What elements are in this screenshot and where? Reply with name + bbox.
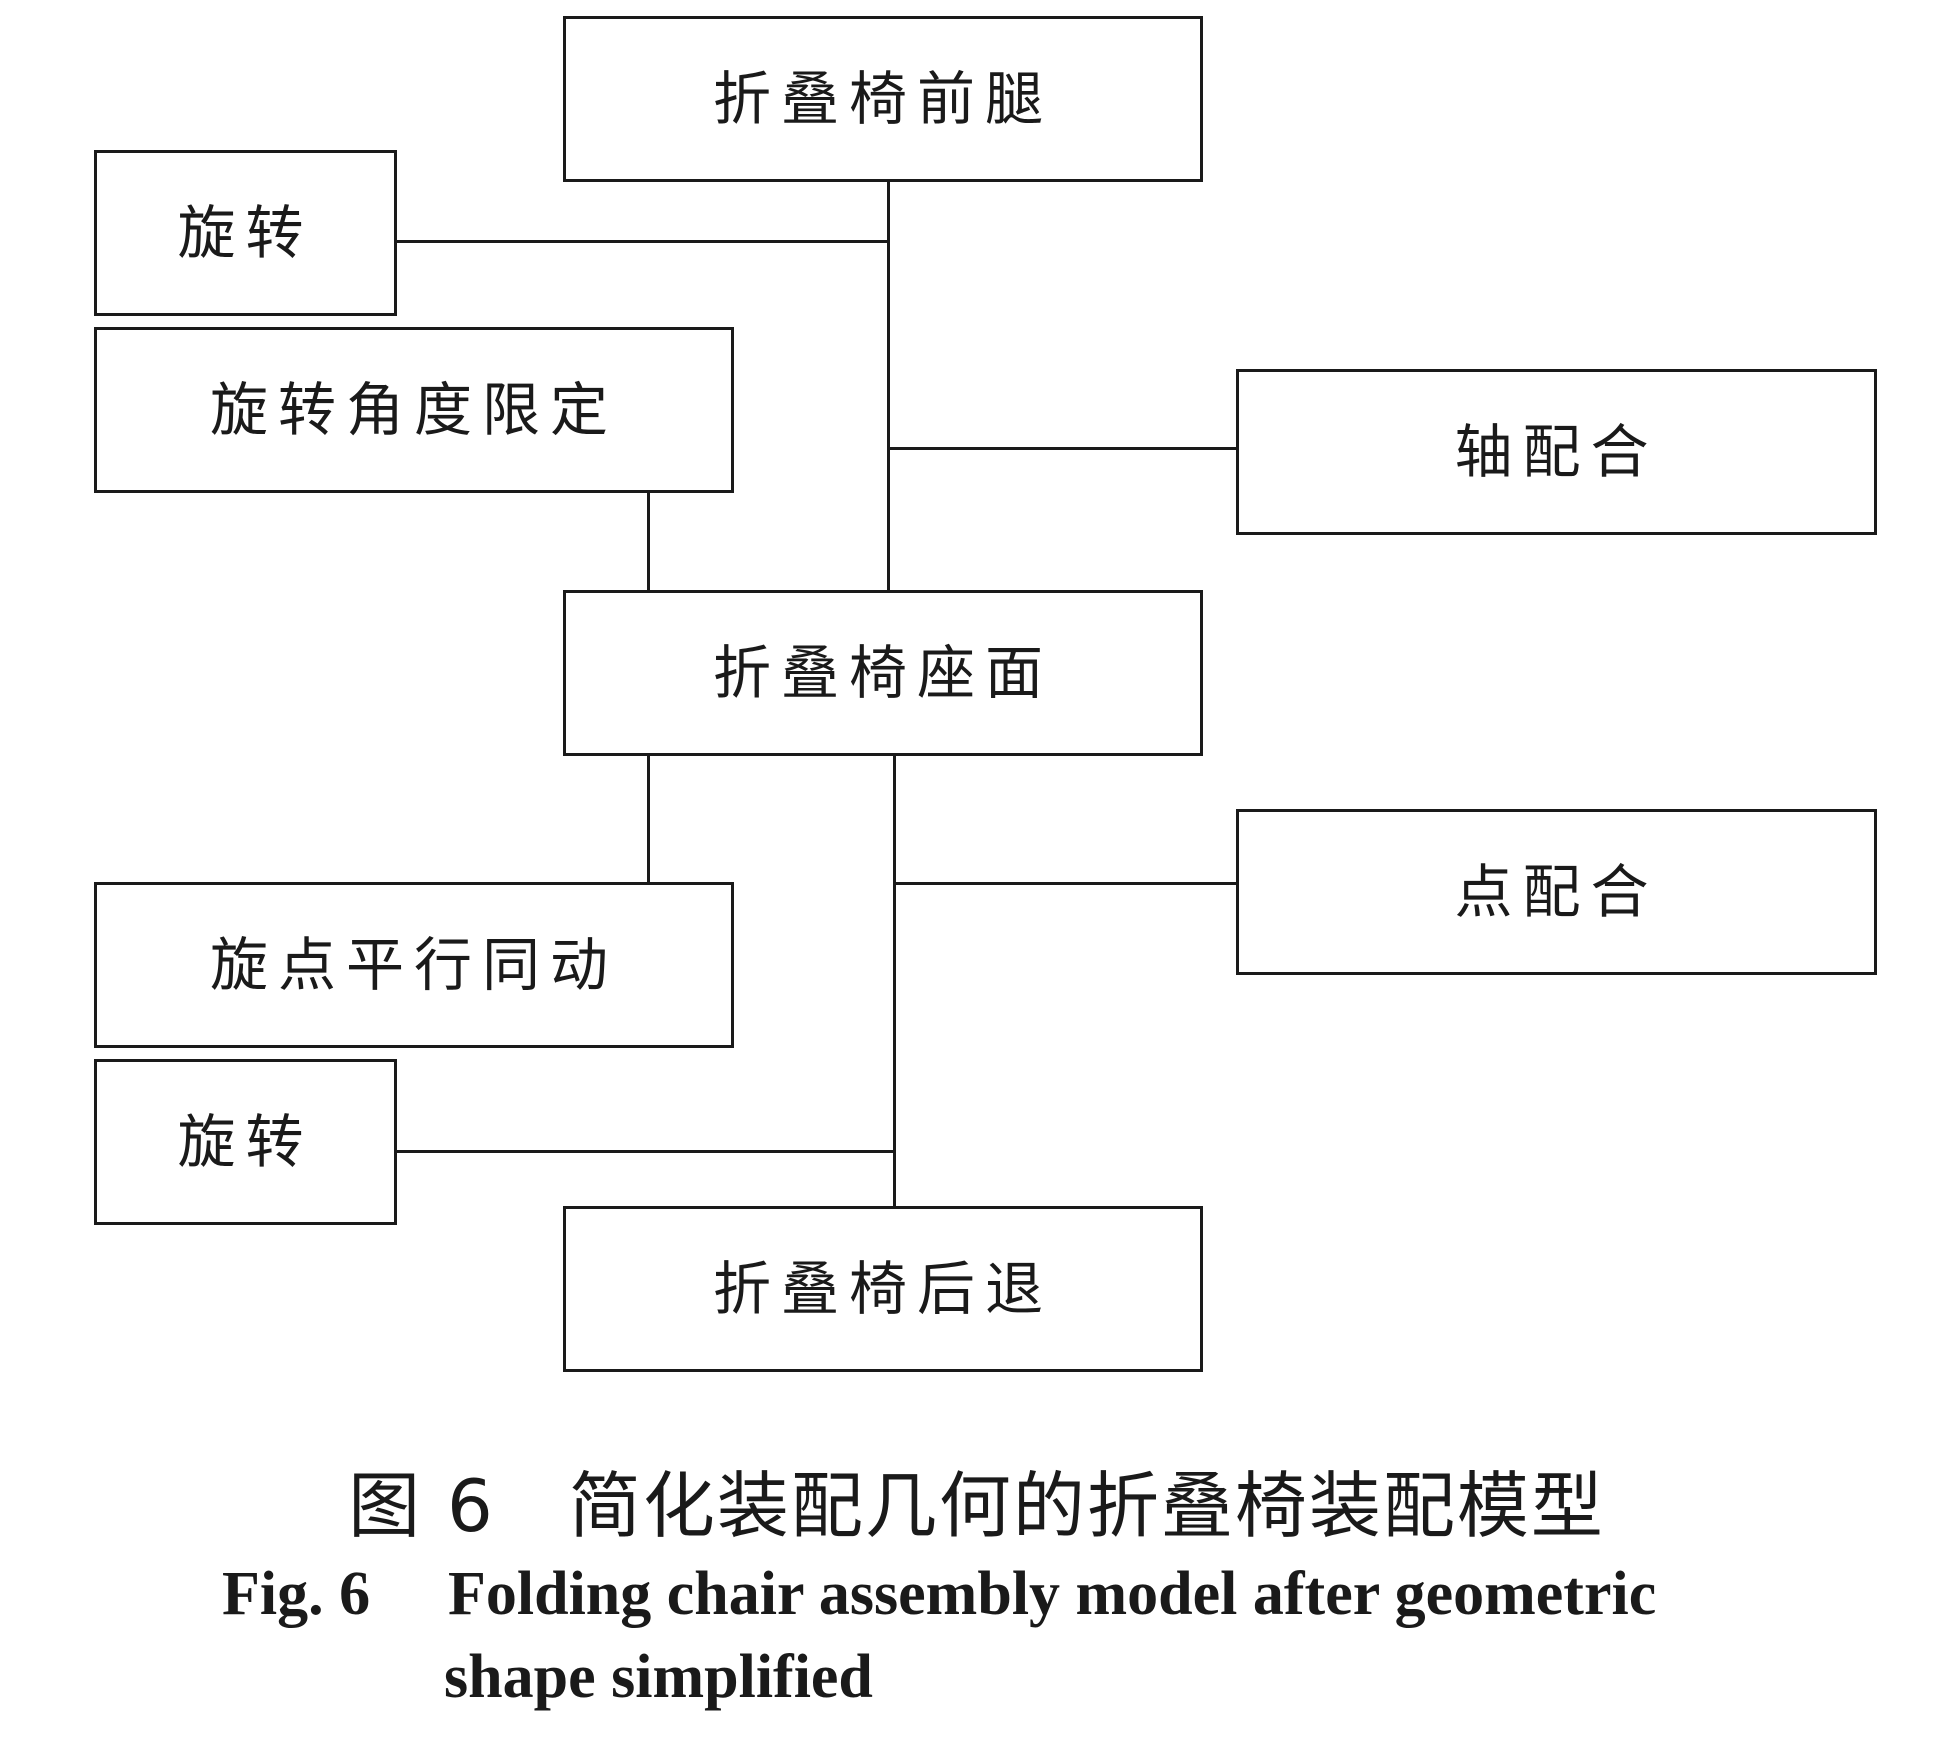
- figure-caption-en-line1: Fig. 6 Folding chair assembly model after…: [222, 1563, 1656, 1625]
- figure-caption-cn: 图 6 简化装配几何的折叠椅装配模型: [348, 1464, 1605, 1548]
- connector-axis-mate: [890, 447, 1238, 450]
- node-front-leg-label: 折叠椅前腿: [712, 65, 1053, 133]
- node-axis-mate-label: 轴配合: [1454, 418, 1659, 486]
- node-rotation-point-parallel-label: 旋点平行同动: [209, 931, 618, 999]
- connector-front-leg-to-seat: [887, 182, 890, 590]
- node-rotation-point-parallel: 旋点平行同动: [94, 882, 734, 1048]
- connector-point-mate: [893, 882, 1238, 885]
- node-rotate-bottom-label: 旋转: [177, 1108, 314, 1176]
- assembly-diagram: 折叠椅前腿 旋转 旋转角度限定 轴配合 折叠椅座面 点配合 旋点平行同动 旋转 …: [94, 16, 1877, 1372]
- node-front-leg: 折叠椅前腿: [563, 16, 1203, 182]
- connector-angle-limit-to-seat: [647, 492, 650, 590]
- node-rotate-bottom: 旋转: [94, 1059, 397, 1225]
- node-point-mate: 点配合: [1236, 809, 1877, 975]
- figure-label-en: Fig. 6: [222, 1560, 371, 1628]
- node-rear-leg: 折叠椅后退: [563, 1206, 1203, 1372]
- node-axis-mate: 轴配合: [1236, 369, 1877, 535]
- node-seat: 折叠椅座面: [563, 590, 1203, 756]
- connector-rotate-top: [397, 240, 890, 243]
- node-rotate-top-label: 旋转: [177, 199, 314, 267]
- figure-caption-en-text1: Folding chair assembly model after geome…: [448, 1560, 1657, 1628]
- node-rotation-angle-limit-label: 旋转角度限定: [209, 376, 618, 444]
- connector-seat-to-rear-leg: [893, 755, 896, 1207]
- node-rotate-top: 旋转: [94, 150, 397, 316]
- node-rotation-angle-limit: 旋转角度限定: [94, 327, 734, 493]
- connector-seat-to-parallel: [647, 755, 650, 882]
- connector-rotate-bottom: [397, 1150, 896, 1153]
- node-point-mate-label: 点配合: [1454, 858, 1659, 926]
- node-rear-leg-label: 折叠椅后退: [712, 1255, 1053, 1323]
- node-seat-label: 折叠椅座面: [712, 639, 1053, 707]
- figure-caption-en-line2: shape simplified: [444, 1643, 873, 1711]
